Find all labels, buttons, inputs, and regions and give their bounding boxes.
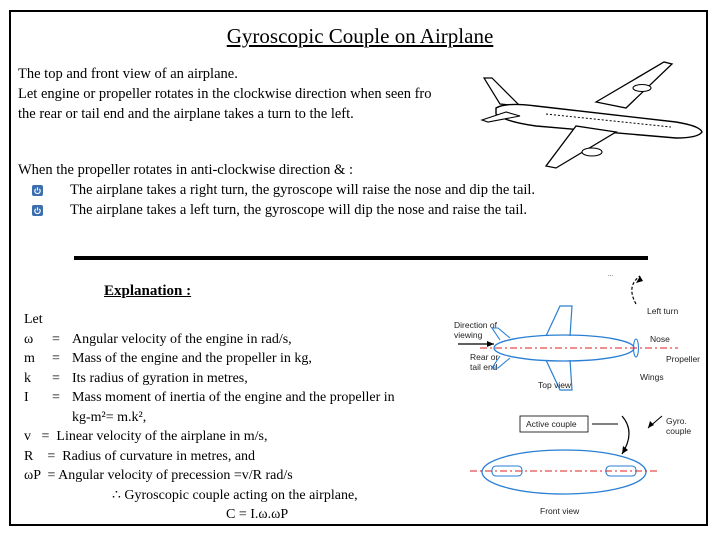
page-title: Gyroscopic Couple on Airplane: [226, 24, 494, 48]
def-equals: =: [52, 351, 60, 366]
label-active-couple: Active couple: [526, 419, 577, 429]
couple-formula: C = I.ω.ωP: [226, 507, 289, 522]
gyroscopic-diagram: Left turn ... Direction of viewing Rear …: [454, 272, 700, 516]
def-symbol: ω: [24, 331, 34, 347]
explanation-heading: Explanation :: [104, 283, 192, 299]
bullet-item: The airplane takes a right turn, the gyr…: [32, 180, 535, 200]
intro-line-3: the rear or tail end and the airplane ta…: [18, 106, 354, 122]
def-radius: R = Radius of curvature in metres, and: [24, 448, 256, 464]
def-text: Its radius of gyration in metres,: [72, 370, 248, 386]
label-rear-or-tail-end: Rear or: [470, 352, 499, 362]
def-text: Mass of the engine and the propeller in …: [72, 351, 312, 366]
definitions: Let ω = Angular velocity of the engine i…: [24, 310, 395, 525]
rotation-heading: When the propeller rotates in anti-clock…: [18, 162, 353, 178]
def-equals: =: [52, 390, 60, 405]
power-bullet-icon: [32, 204, 43, 216]
divider-rule: [74, 256, 648, 260]
label-left-turn: Left turn: [647, 306, 678, 316]
slide-frame: [9, 10, 708, 526]
def-continuation: kg-m²= m.k²,: [72, 409, 147, 425]
def-text: Angular velocity of the engine in rad/s,: [72, 331, 292, 347]
couple-statement: ∴ Gyroscopic couple acting on the airpla…: [112, 487, 358, 503]
def-equals: =: [52, 331, 60, 347]
def-precession: ωP = Angular velocity of precession =v/R…: [24, 468, 293, 483]
bullet-text: The airplane takes a right turn, the gyr…: [70, 182, 536, 198]
label-top-view: Top view: [538, 380, 572, 390]
svg-text:tail end: tail end: [470, 362, 498, 372]
def-text: Mass moment of inertia of the engine and…: [72, 390, 395, 405]
intro-text: The top and front view of an airplane. L…: [18, 64, 478, 124]
def-velocity: v = Linear velocity of the airplane in m…: [24, 429, 268, 444]
label-direction-of-viewing: Direction of: [454, 320, 498, 330]
power-bullet-icon: [32, 184, 43, 196]
svg-text:viewing: viewing: [454, 330, 483, 340]
airplane-illustration: [480, 61, 703, 169]
def-row: m = Mass of the engine and the propeller…: [24, 349, 395, 369]
label-propeller: Propeller: [666, 354, 700, 364]
label-nose: Nose: [650, 334, 670, 344]
bullet-text: The airplane takes a left turn, the gyro…: [70, 202, 527, 218]
bullet-item: The airplane takes a left turn, the gyro…: [32, 200, 535, 220]
def-row: I = Mass moment of inertia of the engine…: [24, 388, 395, 408]
def-row: k = Its radius of gyration in metres,: [24, 369, 395, 389]
def-symbol: m: [24, 351, 35, 366]
label-front-view: Front view: [540, 506, 580, 516]
def-equals: =: [52, 370, 60, 386]
def-symbol: k: [24, 370, 31, 386]
def-row: ω = Angular velocity of the engine in ra…: [24, 330, 395, 350]
intro-line-2: Let engine or propeller rotates in the c…: [18, 86, 432, 102]
intro-line-1: The top and front view of an airplane.: [18, 66, 238, 82]
let-label: Let: [24, 312, 43, 327]
svg-text:...: ...: [608, 272, 613, 278]
def-symbol: I: [24, 390, 29, 405]
svg-text:couple: couple: [666, 426, 691, 436]
label-gyro: Gyro.: [666, 416, 687, 426]
rotation-bullets: The airplane takes a right turn, the gyr…: [32, 180, 535, 220]
label-wings: Wings: [640, 372, 664, 382]
